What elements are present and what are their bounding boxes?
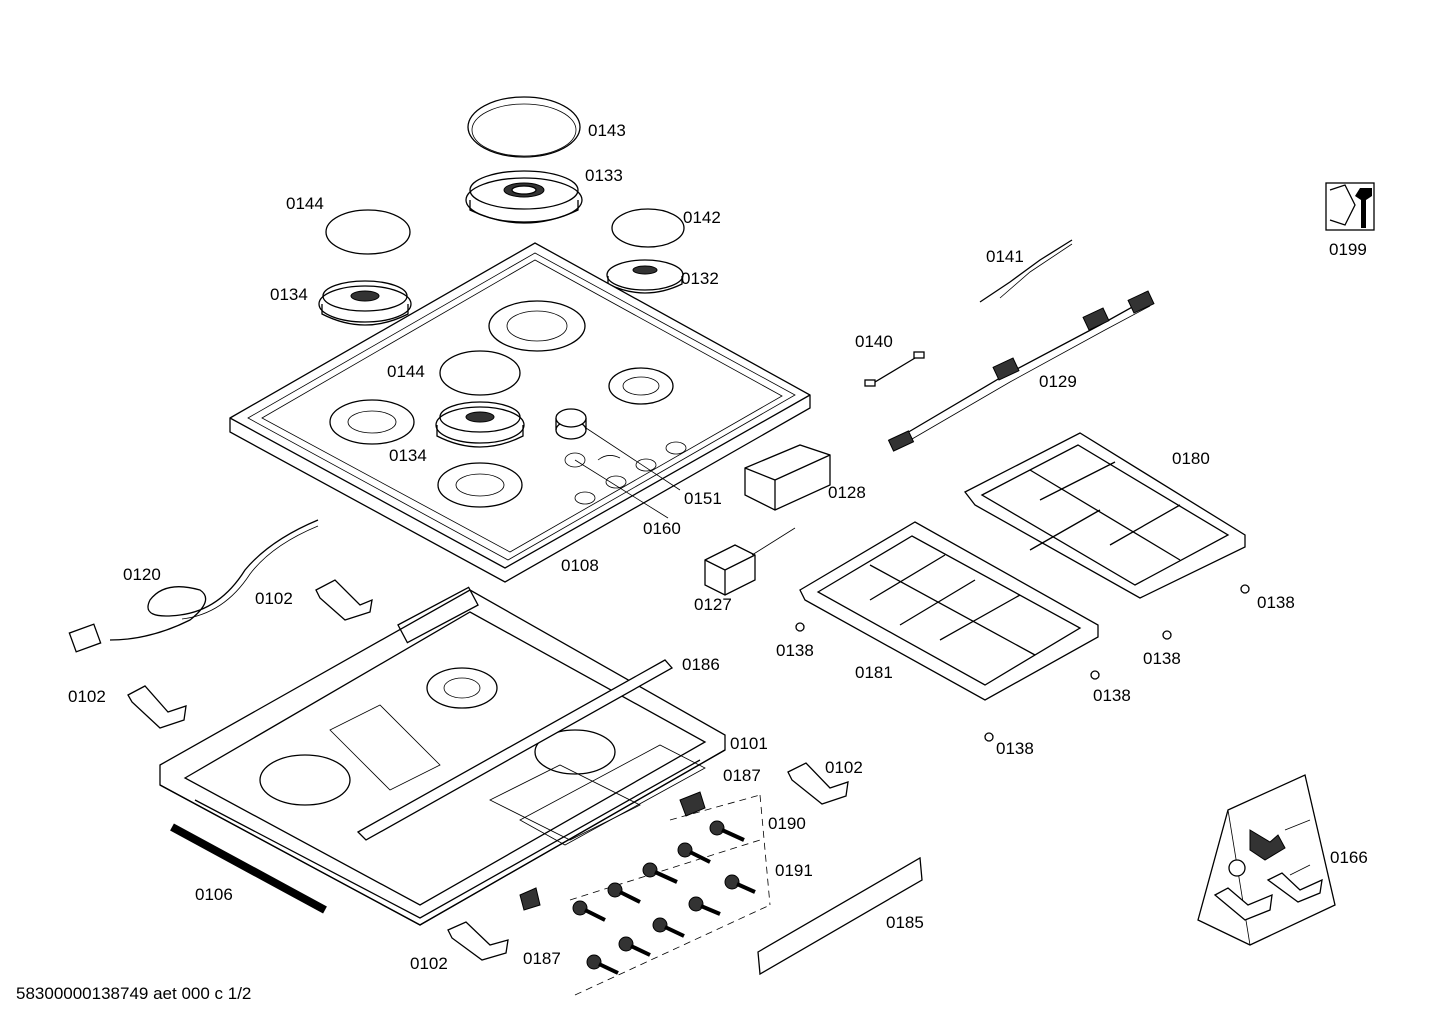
part-0180-pan-support-right: [964, 432, 1246, 599]
label-0166: 0166: [1330, 848, 1368, 867]
part-0102-bracket-d: [447, 921, 509, 961]
label-0144-a: 0144: [286, 194, 324, 213]
label-0186: 0186: [682, 655, 720, 674]
part-0187-clip-a: [679, 791, 706, 817]
part-0134-burner-b: [435, 401, 525, 448]
part-0142-burner-cap-small: [611, 208, 685, 248]
part-0185-plate: [757, 856, 923, 976]
label-0151: 0151: [684, 489, 722, 508]
part-0127-ignition-box: [704, 527, 796, 596]
part-0108-cooktop-glass: [229, 242, 811, 583]
label-0120: 0120: [123, 565, 161, 584]
label-0102-c: 0102: [825, 758, 863, 777]
part-0106-seal-strip: [170, 823, 327, 914]
label-0138-e: 0138: [996, 739, 1034, 758]
part-0134-burner-a: [318, 280, 412, 326]
label-0102-d: 0102: [410, 954, 448, 973]
label-0160: 0160: [643, 519, 681, 538]
label-0187-a: 0187: [723, 766, 761, 785]
label-0102-a: 0102: [255, 589, 293, 608]
label-0129: 0129: [1039, 372, 1077, 391]
part-0129-main-harness: [887, 290, 1155, 452]
label-0187-b: 0187: [523, 949, 561, 968]
part-0190-0191-screws: [569, 794, 771, 996]
part-0101-base-tray: [159, 586, 726, 926]
label-0127: 0127: [694, 595, 732, 614]
label-0128: 0128: [828, 483, 866, 502]
part-0166-conversion-kit: [1197, 774, 1336, 946]
part-0128-control-module: [744, 444, 831, 511]
label-0106: 0106: [195, 885, 233, 904]
part-0120-power-cable: [68, 519, 319, 653]
part-0102-bracket-b: [127, 685, 187, 729]
label-0134-b: 0134: [389, 446, 427, 465]
label-0101: 0101: [730, 734, 768, 753]
label-0138-d: 0138: [1093, 686, 1131, 705]
label-0133: 0133: [585, 166, 623, 185]
part-0141-wire-harness: [979, 239, 1073, 303]
part-0181-pan-support-left: [799, 521, 1099, 701]
label-0143: 0143: [588, 121, 626, 140]
part-0133-burner-large: [465, 170, 583, 224]
part-0186-rail: [356, 659, 674, 841]
label-0142: 0142: [683, 208, 721, 227]
label-0185: 0185: [886, 913, 924, 932]
drawing-number: 58300000138749 aet 000 c 1/2: [16, 984, 252, 1003]
label-0102-b: 0102: [68, 687, 106, 706]
part-0140-connector-wire: [864, 351, 925, 387]
part-0187-clip-b: [519, 887, 541, 911]
part-0102-bracket-c: [787, 762, 849, 805]
label-0180: 0180: [1172, 449, 1210, 468]
label-0191: 0191: [775, 861, 813, 880]
label-0138-a: 0138: [776, 641, 814, 660]
part-0132-burner-small: [606, 259, 684, 294]
label-0199: 0199: [1329, 240, 1367, 259]
label-0108: 0108: [561, 556, 599, 575]
part-0143-burner-cap: [467, 96, 581, 158]
label-0141: 0141: [986, 247, 1024, 266]
label-0181: 0181: [855, 663, 893, 682]
part-0144-burner-cap-a: [325, 209, 411, 255]
label-0144-b: 0144: [387, 362, 425, 381]
label-0134-a: 0134: [270, 285, 308, 304]
part-0138-rubber-feet: [795, 584, 1250, 742]
label-0138-c: 0138: [1143, 649, 1181, 668]
label-0190: 0190: [768, 814, 806, 833]
part-0102-bracket-a: [315, 579, 373, 621]
wrench-nut-icon: [1325, 182, 1375, 231]
part-0151-control-knob: [555, 408, 681, 519]
label-0140: 0140: [855, 332, 893, 351]
label-0138-b: 0138: [1257, 593, 1295, 612]
label-0132: 0132: [681, 269, 719, 288]
